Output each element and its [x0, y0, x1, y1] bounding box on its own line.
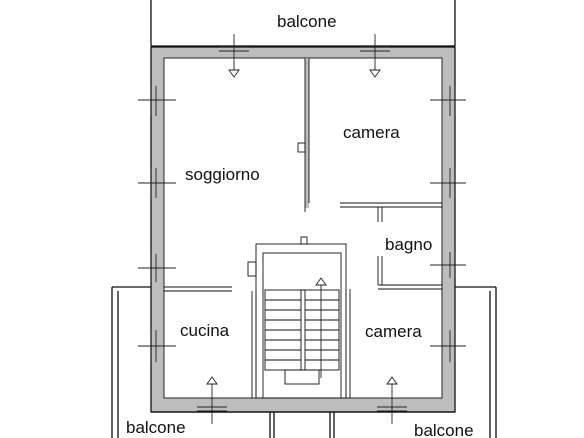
label-balcone-bottom-right: balcone [414, 421, 474, 438]
label-cucina: cucina [180, 321, 230, 340]
windows [138, 34, 466, 424]
label-bagno: bagno [385, 235, 432, 254]
bottom-balconies [111, 286, 497, 438]
stair-core [247, 236, 347, 399]
label-camera-top: camera [343, 123, 400, 142]
label-balcone-bottom-left: balcone [126, 418, 186, 437]
interior-walls [164, 58, 442, 398]
top-balcony [150, 0, 456, 47]
label-balcone-top: balcone [277, 12, 337, 31]
label-soggiorno: soggiorno [185, 165, 260, 184]
outer-wall [150, 46, 456, 413]
label-camera-bottom: camera [365, 322, 422, 341]
